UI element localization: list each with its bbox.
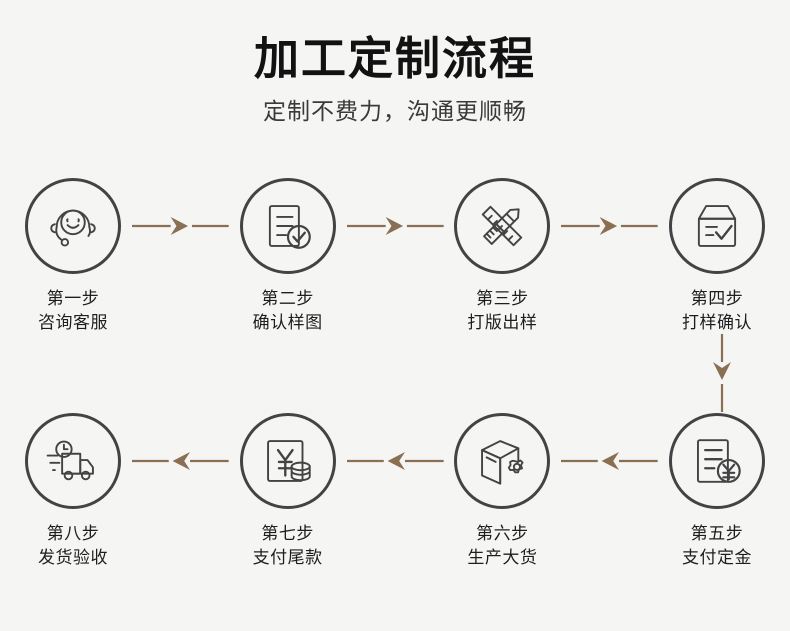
step-8-index-label: 第八步 [46, 524, 100, 543]
step-7-action-label: 支付尾款 [252, 548, 323, 568]
flow-row-top: 第一步 咨询客服 [0, 178, 790, 335]
headset-icon [50, 209, 96, 247]
step-4-index-label: 第四步 [690, 289, 744, 308]
flow-step-4[interactable]: 第四步 打样确认 [658, 178, 776, 335]
step-6-label: 第六步 生产大货 [467, 522, 537, 570]
step-4-action-label: 打样确认 [682, 313, 753, 333]
arrow-right-icon [346, 217, 444, 235]
pencil-ruler-icon [482, 205, 523, 247]
flow-step-5[interactable]: 第五步 支付定金 [658, 413, 776, 570]
step-4-label: 第四步 打样确认 [682, 287, 752, 335]
flow-step-8[interactable]: 第八步 发货验收 [14, 413, 132, 570]
step-6-index-label: 第六步 [476, 524, 529, 543]
arrow-left-icon [132, 452, 229, 470]
arrow-left-icon [561, 452, 659, 470]
step-2-index-label: 第二步 [261, 289, 314, 308]
flow-step-2[interactable]: 第二步 确认样图 [229, 178, 347, 335]
step-7-circle [239, 413, 336, 509]
flow-row-bottom: 第八步 发货验收 [0, 413, 790, 570]
step-8-label: 第八步 发货验收 [38, 522, 108, 570]
invoice-yuan-icon [697, 439, 741, 483]
connector-5-to-6 [561, 413, 659, 509]
step-5-circle [669, 413, 766, 509]
connector-1-to-2 [132, 178, 229, 274]
step-3-label: 第三步 打版出样 [467, 287, 537, 335]
step-5-label: 第五步 支付定金 [682, 522, 752, 570]
header: 加工定制流程 定制不费力，沟通更顺畅 [0, 0, 790, 126]
connector-6-to-7 [346, 413, 444, 509]
step-6-circle [454, 413, 551, 509]
arrow-right-icon [561, 217, 659, 235]
step-3-action-label: 打版出样 [467, 313, 538, 333]
page-subtitle: 定制不费力，沟通更顺畅 [263, 98, 527, 125]
step-4-circle [669, 178, 766, 274]
step-8-circle [25, 413, 121, 509]
step-2-action-label: 确认样图 [252, 313, 323, 333]
document-check-icon [268, 205, 311, 249]
yuan-bill-coins-icon [266, 440, 311, 482]
step-7-label: 第七步 支付尾款 [253, 522, 323, 570]
step-1-action-label: 咨询客服 [38, 313, 108, 333]
step-5-action-label: 支付定金 [682, 548, 753, 568]
step-1-index-label: 第一步 [46, 289, 100, 308]
delivery-truck-clock-icon [46, 440, 94, 481]
box-gear-icon [481, 440, 524, 485]
step-5-index-label: 第五步 [690, 524, 744, 543]
arrow-right-icon [132, 217, 229, 235]
arrow-left-icon [346, 452, 444, 470]
page-title: 加工定制流程 [253, 33, 536, 84]
connector-7-to-8 [132, 413, 229, 509]
arrow-down-icon [713, 334, 731, 412]
step-6-action-label: 生产大货 [467, 548, 538, 568]
step-2-label: 第二步 确认样图 [253, 287, 323, 335]
connector-3-to-4 [561, 178, 659, 274]
step-2-circle [239, 178, 336, 274]
flow-step-6[interactable]: 第六步 生产大货 [443, 413, 561, 570]
flow-step-1[interactable]: 第一步 咨询客服 [14, 178, 132, 335]
flow-step-3[interactable]: 第三步 打版出样 [443, 178, 561, 335]
step-1-label: 第一步 咨询客服 [38, 287, 108, 335]
box-check-icon [697, 205, 737, 247]
connector-2-to-3 [346, 178, 444, 274]
step-8-action-label: 发货验收 [38, 548, 108, 568]
step-3-circle [454, 178, 551, 274]
step-3-index-label: 第三步 [476, 289, 529, 308]
flow-step-7[interactable]: 第七步 支付尾款 [229, 413, 347, 570]
step-1-circle [25, 178, 121, 274]
step-7-index-label: 第七步 [261, 524, 314, 543]
connector-4-to-5 [700, 334, 744, 412]
